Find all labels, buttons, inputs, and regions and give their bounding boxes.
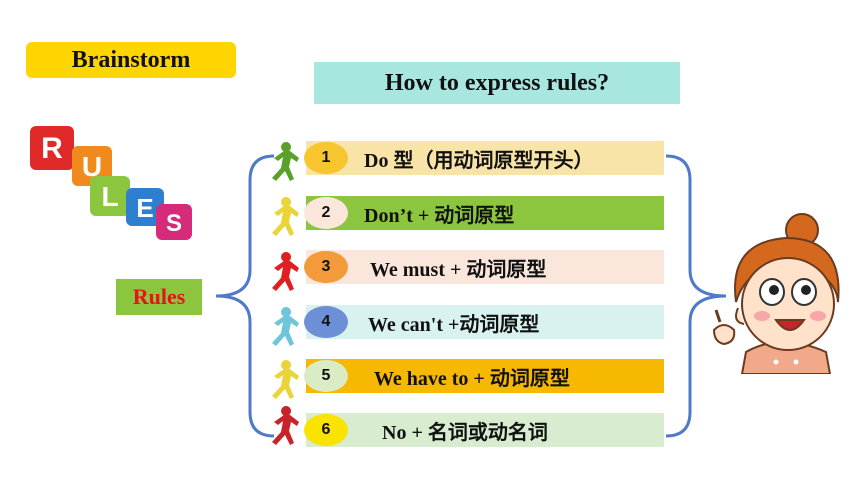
right-bracket	[665, 154, 727, 438]
rule-row-1: 1 Do 型（用动词原型开头）	[304, 141, 664, 175]
runner-figure-shape	[272, 406, 299, 445]
cube-u-letter: U	[82, 151, 102, 182]
cube-s: S	[156, 204, 192, 240]
runner-figure-icon-2	[272, 197, 299, 236]
rule-text-3: We must + 动词原型	[370, 258, 547, 281]
cube-s-face	[156, 204, 192, 240]
runner-figure-shape	[272, 252, 299, 291]
rule-text-5: We have to + 动词原型	[374, 367, 570, 390]
left-bracket-path	[215, 154, 275, 438]
girl-face	[735, 257, 835, 351]
cube-e-letter: E	[136, 193, 153, 223]
right-bracket-path	[665, 154, 727, 438]
cube-r: R	[30, 126, 74, 170]
rule-number-4: 4	[304, 306, 348, 338]
runner-figure-icon-1	[272, 142, 299, 181]
rule-row-3: 3 We must + 动词原型	[304, 250, 664, 284]
runner-figure-icon-4	[272, 307, 299, 346]
cube-e: E	[126, 188, 164, 226]
rule-number-6: 6	[304, 414, 348, 446]
runner-figure-shape	[272, 360, 299, 399]
rule-text-4: We can't +动词原型	[368, 313, 540, 336]
rule-text-6: No + 名词或动名词	[382, 421, 548, 444]
cube-l-letter: L	[101, 181, 118, 212]
girl-hand	[712, 309, 736, 346]
cube-r-face	[30, 126, 74, 170]
rule-row-4: 4 We can't +动词原型	[304, 305, 664, 339]
brainstorm-label: Brainstorm	[26, 42, 236, 78]
rule-number-3: 3	[304, 251, 348, 283]
left-bracket	[215, 154, 275, 438]
runner-figure-shape	[272, 307, 299, 346]
rules-cubes-image: R U L E S	[30, 126, 192, 240]
question-banner: How to express rules?	[314, 62, 680, 104]
rule-number-2: 2	[304, 197, 348, 229]
cube-e-face	[126, 188, 164, 226]
rule-text-1: Do 型（用动词原型开头）	[364, 149, 594, 172]
rule-row-2: 2 Don’t + 动词原型	[304, 196, 664, 230]
cube-r-letter: R	[41, 132, 63, 165]
rule-text-2: Don’t + 动词原型	[364, 204, 515, 227]
rule-number-1: 1	[304, 142, 348, 174]
cube-l: L	[90, 176, 130, 216]
rule-number-5: 5	[304, 360, 348, 392]
cube-l-face	[90, 176, 130, 216]
rule-row-6: 6 No + 名词或动名词	[304, 413, 664, 447]
rule-row-5: 5 We have to + 动词原型	[304, 359, 664, 393]
rules-label: Rules	[116, 279, 202, 315]
runner-figure-shape	[272, 197, 299, 236]
runner-figure-icon-3	[272, 252, 299, 291]
runner-figure-icon-6	[272, 406, 299, 445]
cartoon-girl-image	[712, 213, 840, 374]
cube-s-letter: S	[166, 210, 182, 237]
runner-figure-icon-5	[272, 360, 299, 399]
runner-figure-shape	[272, 142, 299, 181]
